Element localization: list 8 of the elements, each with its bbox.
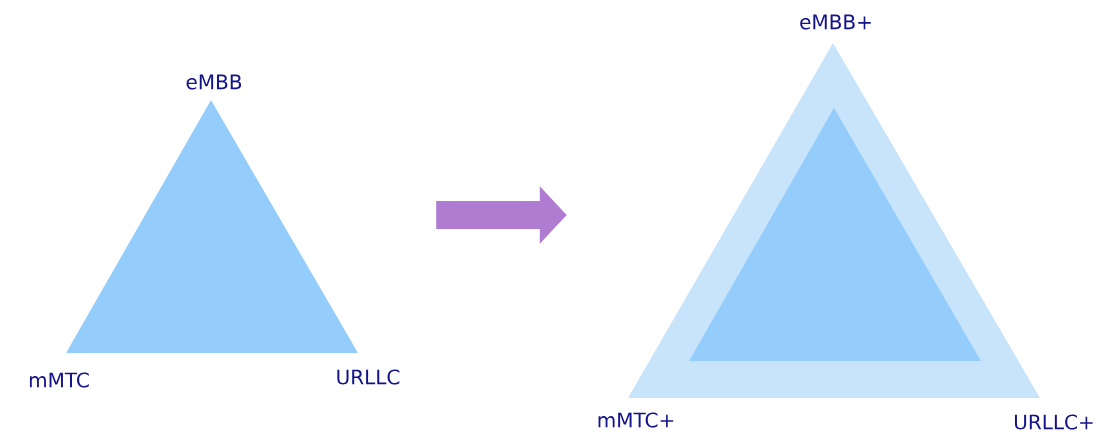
vertex-label: mMTC+	[598, 412, 674, 428]
triangle	[66, 100, 358, 353]
vertex-label: eMBB+	[800, 14, 871, 30]
triangle	[689, 108, 981, 361]
vertex-label: eMBB	[186, 74, 242, 90]
vertex-label: URLLC	[337, 369, 400, 385]
vertex-label: mMTC	[29, 372, 89, 388]
vertex-label: URLLC+	[1014, 414, 1093, 430]
